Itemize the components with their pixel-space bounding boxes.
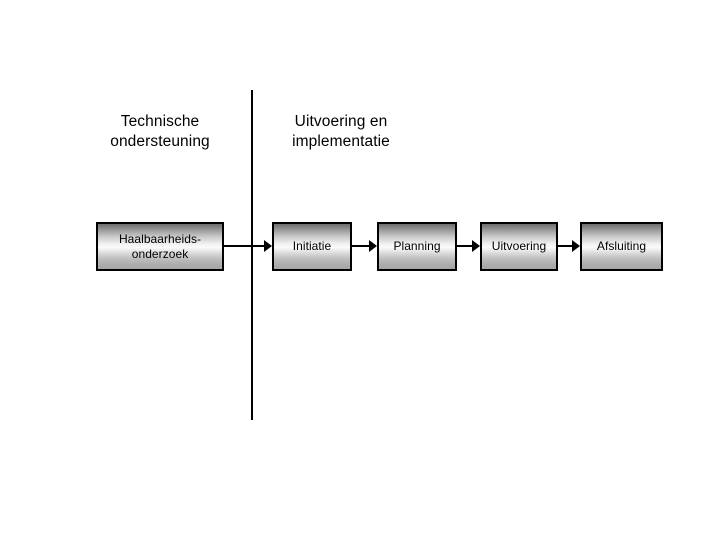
connector-arrow-planning-to-uitvoering [457, 240, 480, 252]
process-node-initiatie[interactable]: Initiatie [272, 222, 352, 271]
arrow-head-icon [472, 240, 480, 252]
process-node-label: Planning [393, 239, 441, 253]
connector-arrow-haalbaarheidsonderzoek-to-initiatie [224, 240, 272, 252]
arrow-line [457, 245, 472, 247]
arrow-head-icon [572, 240, 580, 252]
process-node-label: Haalbaarheids- onderzoek [118, 231, 202, 261]
process-node-label: Initiatie [292, 239, 332, 253]
phase-heading-uitvoering-en-implementatie: Uitvoering en implementatie [292, 113, 390, 150]
arrow-line [352, 245, 369, 247]
process-node-label: Afsluiting [596, 239, 647, 253]
process-node-planning[interactable]: Planning [377, 222, 457, 271]
connector-arrow-uitvoering-to-afsluiting [558, 240, 580, 252]
process-node-uitvoering[interactable]: Uitvoering [480, 222, 558, 271]
arrow-line [224, 245, 264, 247]
process-node-afsluiting[interactable]: Afsluiting [580, 222, 663, 271]
connector-arrow-initiatie-to-planning [352, 240, 377, 252]
process-node-haalbaarheidsonderzoek[interactable]: Haalbaarheids- onderzoek [96, 222, 224, 271]
process-node-label: Uitvoering [491, 239, 547, 253]
arrow-head-icon [264, 240, 272, 252]
arrow-line [558, 245, 572, 247]
phase-divider-line [251, 90, 253, 420]
phase-heading-technische-ondersteuning: Technische ondersteuning [110, 113, 210, 150]
arrow-head-icon [369, 240, 377, 252]
